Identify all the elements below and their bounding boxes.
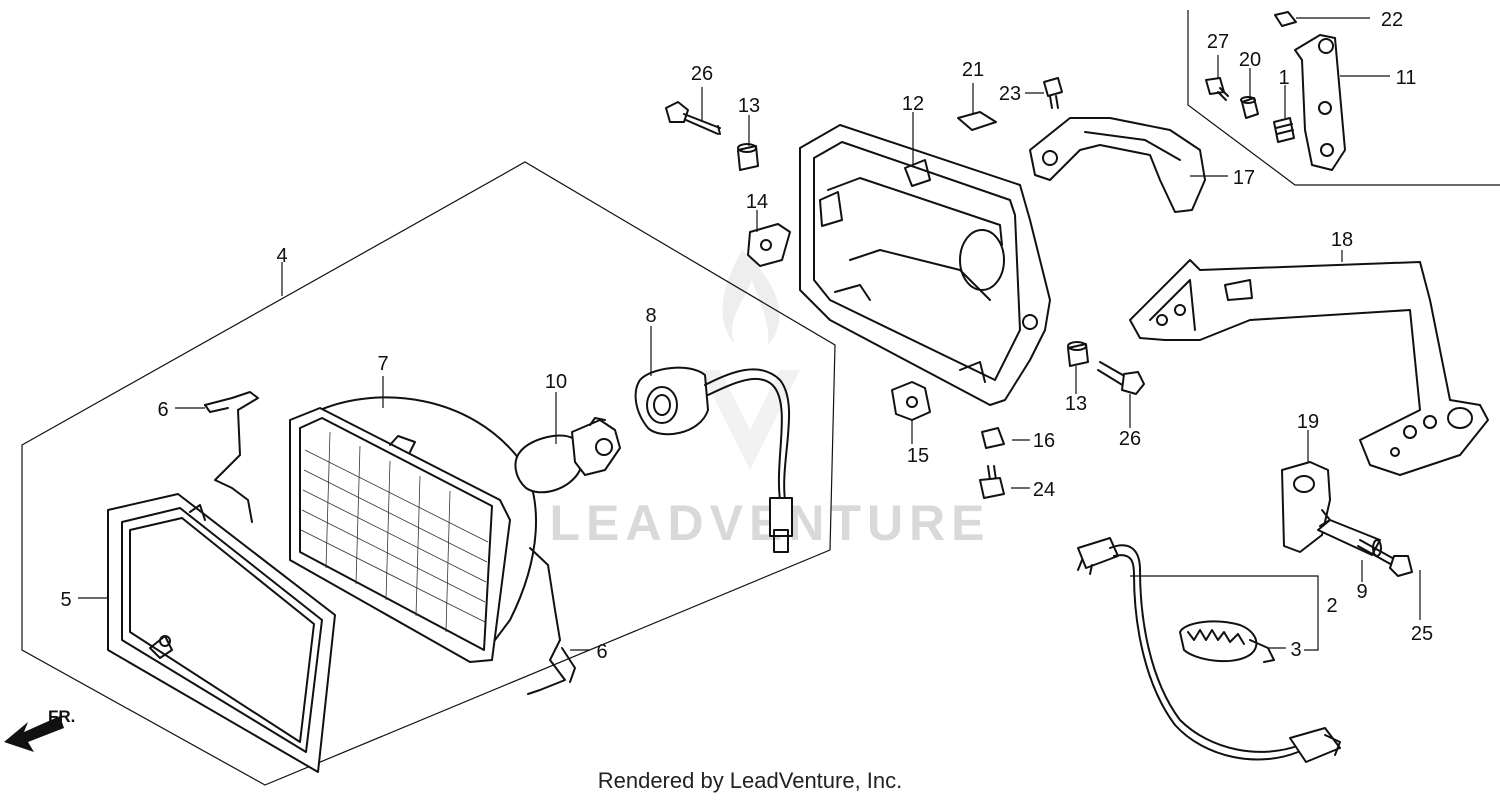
callout-8: 8 <box>645 305 656 327</box>
handle-17 <box>1029 117 1206 213</box>
collar-9 <box>1317 519 1382 557</box>
bolt-25 <box>1357 539 1413 577</box>
label-21 <box>957 111 997 131</box>
direction-label: FR. <box>48 707 75 726</box>
watermark-logo <box>700 250 800 470</box>
headlight-rim <box>107 493 336 773</box>
label-22 <box>1274 11 1297 27</box>
grommet-1 <box>1273 117 1295 143</box>
screw-23 <box>1043 77 1063 109</box>
callout-9: 9 <box>1356 581 1367 603</box>
callout-26-lower: 26 <box>1119 428 1141 450</box>
inset-panel <box>1187 10 1500 186</box>
case-clip-14 <box>747 223 791 267</box>
callouts: 1 2 3 4 5 6 6 7 8 9 10 11 12 13 13 14 15… <box>60 9 1433 663</box>
callout-3: 3 <box>1290 639 1301 661</box>
callout-14: 14 <box>746 191 768 213</box>
callout-16: 16 <box>1033 430 1055 452</box>
callout-6-upper: 6 <box>157 399 168 421</box>
spring-clip-upper <box>204 391 259 523</box>
headlight-case <box>799 124 1051 406</box>
callout-27: 27 <box>1207 31 1229 53</box>
collar-13-lower <box>1067 341 1089 367</box>
callout-2: 2 <box>1326 595 1337 617</box>
screw-24 <box>979 465 1005 499</box>
wire-harness-2 <box>1077 537 1341 763</box>
callout-26-upper: 26 <box>691 63 713 85</box>
assembly-outline <box>21 161 836 786</box>
collar-13-upper <box>737 143 759 171</box>
callout-6-lower: 6 <box>596 641 607 663</box>
callout-24: 24 <box>1033 479 1055 501</box>
sealed-beam-unit <box>289 396 538 663</box>
headlight-bulb <box>514 417 621 494</box>
footer-credit: Rendered by LeadVenture, Inc. <box>597 768 903 793</box>
callout-20: 20 <box>1239 49 1261 71</box>
callout-13-lower: 13 <box>1065 393 1087 415</box>
callout-4: 4 <box>276 245 287 267</box>
nut-16 <box>981 427 1005 449</box>
callout-7: 7 <box>377 353 388 375</box>
bolt-27 <box>1205 77 1229 101</box>
front-direction-arrow: FR. <box>4 707 75 752</box>
callout-15: 15 <box>907 445 929 467</box>
bolt-26-upper <box>665 101 721 135</box>
callout-1: 1 <box>1278 67 1289 89</box>
watermark-text: LEADVENTURE <box>549 495 990 551</box>
callout-19: 19 <box>1297 411 1319 433</box>
callout-22: 22 <box>1381 9 1403 31</box>
callout-17: 17 <box>1233 167 1255 189</box>
headlight-stay-18 <box>1129 259 1489 476</box>
case-clip-15 <box>891 381 931 421</box>
callout-21: 21 <box>962 59 984 81</box>
callout-5: 5 <box>60 589 71 611</box>
bulb-socket-harness <box>634 366 793 553</box>
collar-20 <box>1240 96 1259 119</box>
band-3 <box>1179 620 1275 663</box>
callout-11: 11 <box>1396 67 1417 89</box>
spring-clip-lower <box>527 547 576 695</box>
callout-12: 12 <box>902 93 924 115</box>
holder-19 <box>1281 461 1331 553</box>
callout-10: 10 <box>545 371 567 393</box>
callout-13-upper: 13 <box>738 95 760 117</box>
lens-grid <box>300 431 489 633</box>
bolt-26-lower <box>1097 361 1145 395</box>
leader-lines <box>78 17 1421 651</box>
bracket-11 <box>1294 34 1346 171</box>
callout-18: 18 <box>1331 229 1353 251</box>
callout-23: 23 <box>999 83 1021 105</box>
callout-25: 25 <box>1411 623 1433 645</box>
